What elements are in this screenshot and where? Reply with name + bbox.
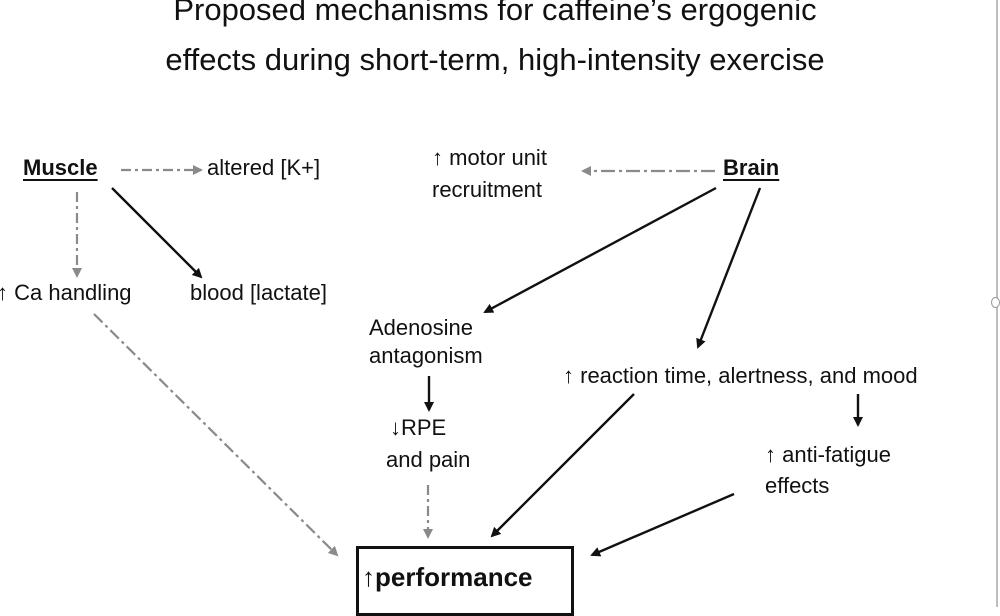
arrow-ca-handling-to-performance: [93, 313, 339, 557]
node-antifatigue-line-2: effects: [765, 473, 830, 498]
arrow-brain-to-adenosine: [483, 186, 717, 314]
node-altered-potassium: altered [K+]: [207, 155, 321, 180]
resize-handle[interactable]: [991, 297, 1000, 308]
node-adenosine-line-2: antagonism: [369, 343, 483, 368]
node-rpe-line-1: ↓RPE: [390, 415, 447, 440]
arrow-muscle-to-blood-lactate: [111, 187, 203, 279]
node-antifatigue-line-1: ↑ anti-fatigue: [765, 442, 891, 467]
up-arrow-icon: ↑: [362, 562, 375, 592]
node-motor-unit-line-1: ↑ motor unit: [432, 145, 547, 170]
node-reaction-alertness-mood: ↑ reaction time, alertness, and mood: [563, 363, 918, 388]
arrow-reaction-to-performance: [490, 393, 635, 538]
node-performance: ↑performance: [362, 561, 533, 593]
node-adenosine-line-1: Adenosine: [369, 315, 473, 340]
node-blood-lactate: blood [lactate]: [190, 280, 327, 305]
title-line-1: Proposed mechanisms for caffeine’s ergog…: [173, 0, 817, 27]
node-ca-handling: ↑ Ca handling: [0, 280, 132, 305]
node-brain: Brain: [723, 155, 780, 180]
performance-label: performance: [375, 562, 533, 592]
arrow-brain-to-reaction: [696, 187, 762, 349]
node-motor-unit-line-2: recruitment: [432, 177, 543, 202]
node-rpe-line-2: and pain: [386, 447, 471, 472]
title-line-2: effects during short-term, high-intensit…: [165, 42, 825, 77]
arrow-antifatigue-to-performance: [590, 492, 735, 557]
node-muscle: Muscle: [23, 155, 98, 180]
